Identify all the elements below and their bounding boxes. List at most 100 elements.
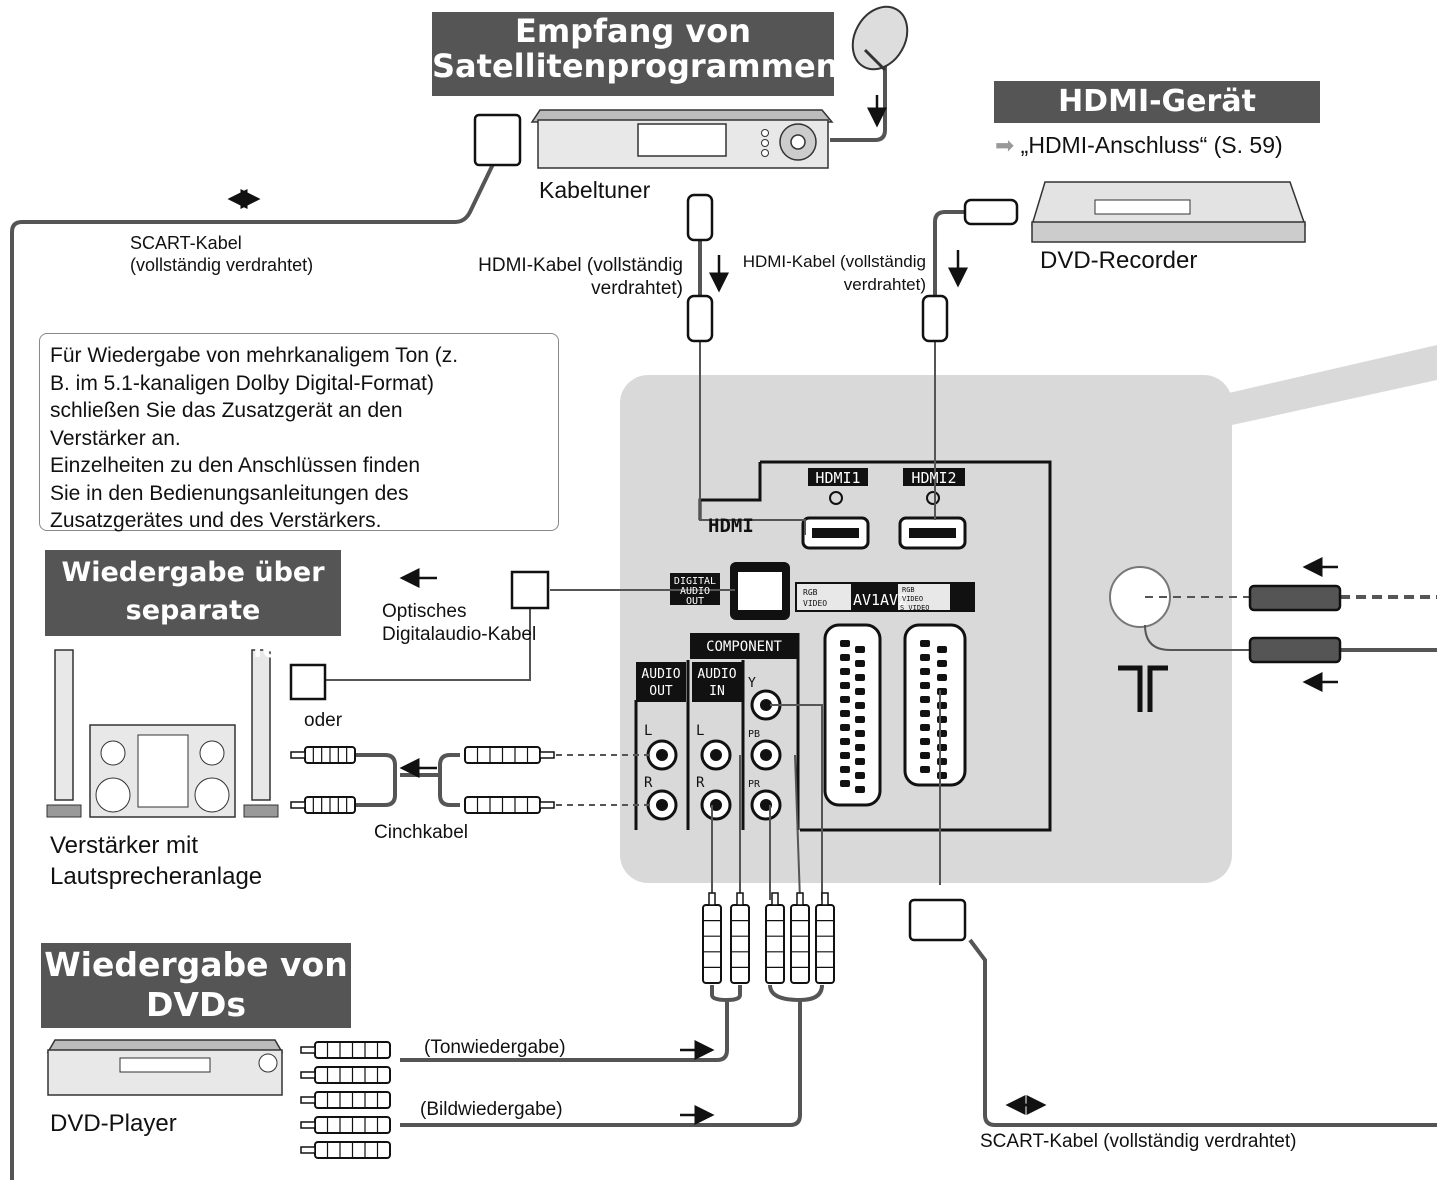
rca-plug [815,904,835,984]
scart-pin [920,724,930,731]
scart-pin [855,744,865,751]
info-note-line: Verstärker an. [50,426,181,450]
hdmi-reference-text: „HDMI-Anschluss“ (S. 59) [1020,132,1283,158]
scart-pin [920,682,930,689]
scart-pin [937,716,947,723]
scart-bottom-label: SCART-Kabel (vollständig verdrahtet) [980,1131,1297,1152]
scart-pin [840,696,850,703]
rca-plug-tip [539,801,555,809]
scart-pin [937,660,947,667]
audio-out-left-label: L [644,723,652,739]
scart-top-label-line1: SCART-Kabel [130,233,242,253]
rca-plug-tip [300,1046,316,1054]
arrow-right-icon: ➡ [995,132,1015,158]
speakers-header-line1: Wiedergabe über [61,557,325,588]
dvd-recorder-icon [1030,181,1307,243]
scart-pin [937,688,947,695]
scart-pin [937,702,947,709]
audio-out-label-2: OUT [649,684,673,699]
digital-audio-label-2: AUDIO [680,586,710,597]
dvd-recorder-label: DVD-Recorder [1040,247,1198,274]
rca-plug-tip [539,751,555,759]
av2-label: AV2 [880,591,907,609]
direction-arrows [227,95,1338,1125]
rca-plug [790,904,810,984]
info-note-line: Zusatzgerätes und des Verstärkers. [50,509,382,532]
component-section [634,633,800,830]
info-note: Für Wiedergabe von mehrkanaligem Ton (z.… [39,333,559,532]
scart-pin [855,786,865,793]
cables [10,60,1437,1180]
av1-label: AV1 [853,591,880,609]
av2-svideo-label: S VIDEO [900,604,930,612]
hdmi1-cable-label-line1: HDMI-Kabel (vollständig [478,255,683,276]
scart-pin [855,702,865,709]
rca-plug [730,904,750,984]
scart-pin [855,688,865,695]
info-note-line: Einzelheiten zu den Anschlüssen finden [50,454,421,477]
panel-text: HDMI HDMI1 HDMI2 DIGITAL AUDIO OUT RGB V… [641,469,956,791]
rca-plug-tip [290,751,306,759]
optical-cable-label: Optisches Digitalaudio-Kabel [382,600,536,646]
scart-pin [840,654,850,661]
cinch-cable-label: Cinchkabel [374,822,468,843]
cable-tuner-label: Kabeltuner [539,177,651,203]
rca-jack-center [656,799,668,811]
scart-pin [920,696,930,703]
satellite-dish-icon [851,5,909,72]
scart-pin [855,674,865,681]
scart-pin [840,752,850,759]
scart-pin [920,668,930,675]
hdmi1-label: HDMI1 [815,469,860,487]
info-note-line: schließen Sie das Zusatzgerät an den [50,399,403,422]
satellite-header-line1: Empfang von [514,12,752,50]
rca-plug-tip [708,892,716,906]
scart-pin [840,724,850,731]
hdmi2-cable-label-line2: verdrahtet) [843,275,926,294]
amplifier-label: Verstärker mit Lautsprecheranlage [50,830,262,892]
rca-plug-tip [300,1071,316,1079]
scart-pin [920,654,930,661]
rca-jack-center [710,749,722,761]
hdmi-section [801,468,967,550]
video-playback-label: (Bildwiedergabe) [420,1099,563,1120]
dvd-header: Wiedergabe von DVDs [41,943,351,1028]
digital-audio-label-3: OUT [686,596,704,607]
scart-pin [855,730,865,737]
hdmi2-cable-label-line1: HDMI-Kabel (vollständig [742,252,926,271]
dvd-header-line2: DVDs [146,985,246,1024]
av1-rgb-label: RGB [803,588,818,597]
audio-in-right-label: R [696,775,705,791]
scart-pin [937,674,947,681]
scart-pin [840,668,850,675]
cable-tuner-icon [530,109,834,169]
optical-cable-label-line1: Optisches [382,601,467,622]
scart-pin [937,772,947,779]
scart-pin [937,646,947,653]
rca-plug-tip [300,1121,316,1129]
scart-top-label-line2: (vollständig verdrahtet) [130,255,314,275]
scart-pin [840,682,850,689]
audio-out-label-1: AUDIO [641,667,680,682]
scart-pin [840,766,850,773]
rca-plug-tip [736,892,744,906]
scart-pin [920,766,930,773]
scart-pin [937,744,947,751]
rca-plug-tip [300,1146,316,1154]
av-section [795,582,975,807]
rca-jack-center [656,749,668,761]
satellite-header-line2: Satellitenprogrammen [432,47,839,86]
av2-video-label: VIDEO [902,595,923,603]
rca-plug-tip [821,892,829,906]
scart-pin [855,660,865,667]
optical-cable-label-line2: Digitalaudio-Kabel [382,624,537,645]
scart-pin [855,758,865,765]
component-label: COMPONENT [706,639,782,655]
audio-in-left-label: L [696,723,704,739]
antenna-socket [1109,566,1171,712]
hdmi1-cable-label-line2: verdrahtet) [591,278,683,299]
rca-jack-center [760,699,772,711]
hdmi1-cable-label: HDMI-Kabel (vollständig verdrahtet) [455,254,683,300]
scart-pin [840,738,850,745]
